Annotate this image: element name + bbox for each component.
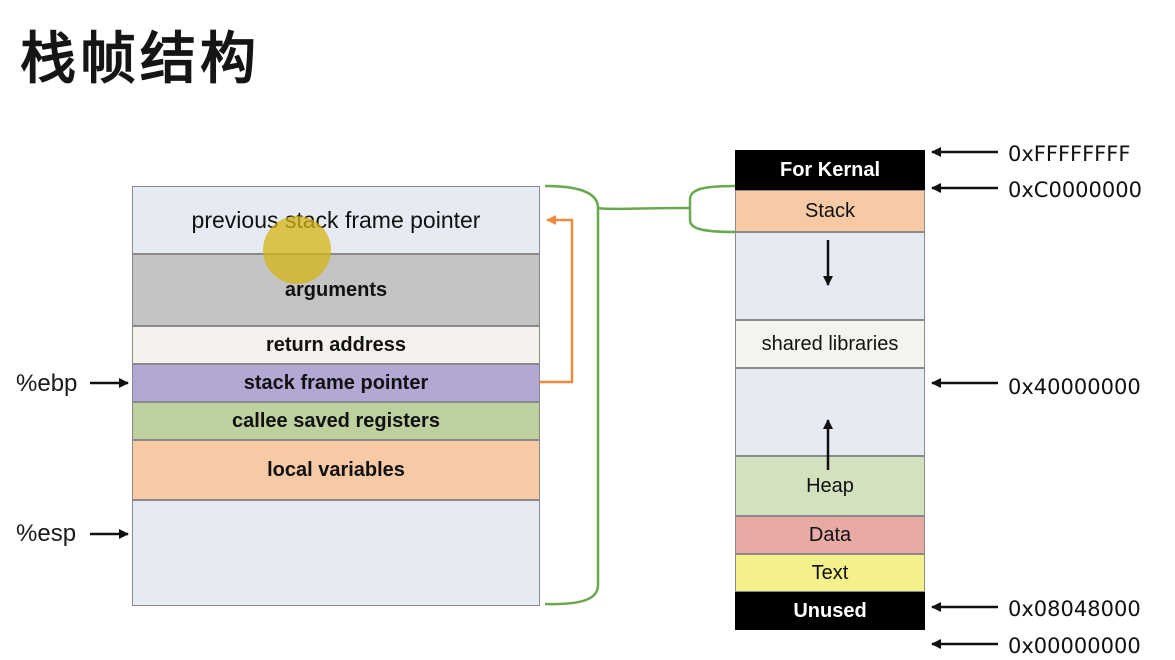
address-top: 0xFFFFFFFF: [1008, 142, 1131, 166]
frame-stack-frame-pointer: stack frame pointer: [132, 364, 540, 402]
address-shared-libs: 0x40000000: [1008, 375, 1141, 399]
address-kernel-boundary: 0xC0000000: [1008, 178, 1142, 202]
mem-segment-label: Data: [808, 523, 852, 546]
frame-arguments: arguments: [132, 254, 540, 326]
page-title: 栈帧结构: [20, 27, 260, 92]
frame-previous-stack-frame-pointer: previous stack frame pointer: [132, 186, 540, 254]
frame-segment-label: callee saved registers: [232, 409, 440, 432]
mem-segment-label: Heap: [806, 474, 854, 497]
mem-segment-label: Stack: [804, 199, 856, 222]
mem-stack: Stack: [735, 190, 925, 232]
mem-data: Data: [735, 516, 925, 554]
mem-segment-label: Text: [811, 561, 849, 584]
address-bottom: 0x00000000: [1008, 634, 1141, 658]
mem-segment-label: shared libraries: [761, 332, 899, 355]
frame-return-address: return address: [132, 326, 540, 364]
esp-label: %esp: [16, 520, 77, 547]
cursor-highlight: [263, 216, 331, 284]
frame-segment-label: return address: [265, 333, 407, 356]
mem-heap: Heap: [735, 456, 925, 516]
mem-unused: Unused: [735, 592, 925, 630]
frame-segment-label: stack frame pointer: [243, 371, 429, 394]
mem-text: Text: [735, 554, 925, 592]
mem-heap-growth: [735, 368, 925, 456]
frame-segment-label: local variables: [267, 458, 405, 481]
mem-shared-libraries: shared libraries: [735, 320, 925, 368]
mem-segment-label: For Kernal: [779, 158, 881, 181]
mem-segment-label: Unused: [793, 599, 867, 622]
frame-local-variables: local variables: [132, 440, 540, 500]
frame-callee-saved-registers: callee saved registers: [132, 402, 540, 440]
ebp-label: %ebp: [16, 370, 78, 397]
green-bracket: [544, 184, 600, 606]
address-text-start: 0x08048000: [1008, 597, 1141, 621]
frame-segment-label: previous stack frame pointer: [191, 206, 481, 233]
frame-pointer-link-arrow: [540, 215, 574, 384]
mem-for-kernal: For Kernal: [735, 150, 925, 190]
green-bracket-link: [597, 206, 691, 211]
frame-empty: [132, 500, 540, 606]
frame-segment-label: arguments: [284, 278, 388, 301]
green-bracket-right: [688, 184, 736, 234]
